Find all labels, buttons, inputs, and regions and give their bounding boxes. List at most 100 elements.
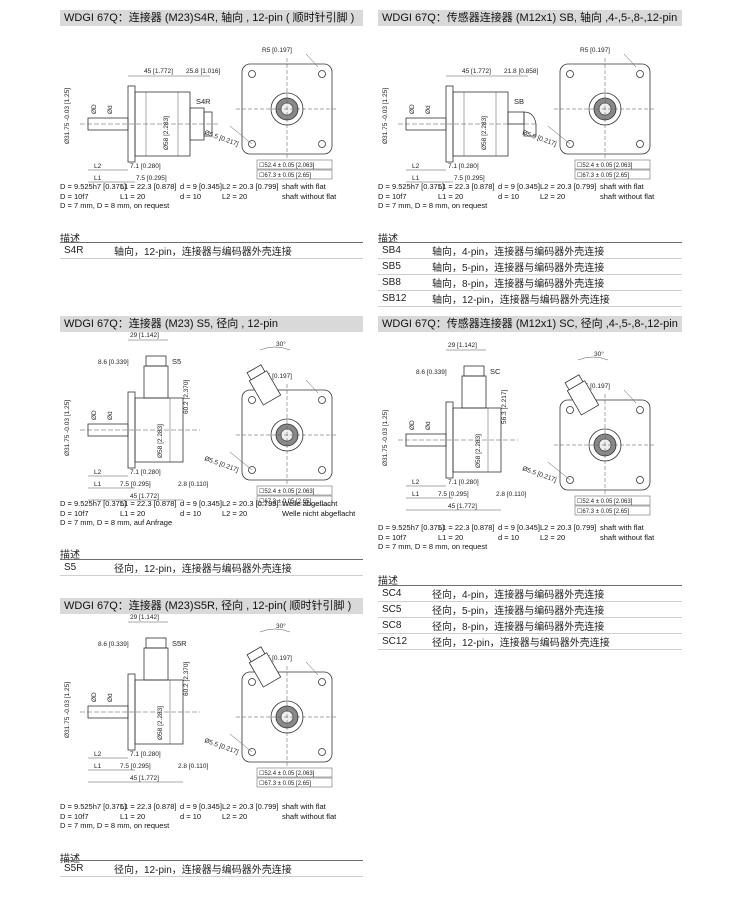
side-view xyxy=(398,75,538,183)
dim-L2: L2 xyxy=(412,479,420,486)
variant-code: SB12 xyxy=(378,290,428,307)
spec-cell: D = 7 mm, D = 8 mm, auf Anfrage xyxy=(60,518,173,527)
square-67-label: ☐67.3 ± 0.05 [2.65] xyxy=(577,508,629,515)
mount-hole xyxy=(318,396,326,404)
side-view xyxy=(398,349,518,511)
spec-cell: L1 = 20 xyxy=(120,811,146,821)
spec-cell: d = 10 xyxy=(180,508,202,518)
spec-row: D = 7 mm, D = 8 mm, auf Anfrage xyxy=(60,518,363,528)
hole-dia-label: Ø5.5 [0.217] xyxy=(203,455,239,474)
spec-cell: d = 9 [0.345] xyxy=(498,523,540,532)
mount-hole xyxy=(248,140,256,148)
spec-cell: shaft without flat xyxy=(600,191,655,201)
spec-cell: d = 10 xyxy=(180,191,202,201)
spec-cell: d = 9 [0.345] xyxy=(180,499,222,508)
dim-shaft-d: Ød xyxy=(107,411,114,420)
connector-code: SB xyxy=(514,97,524,106)
description-header: 描述 xyxy=(378,576,398,587)
dim-connector-length: 25.8 [1.016] xyxy=(186,68,221,75)
spec-cell: D = 9.525h7 [0.375] xyxy=(60,802,127,811)
spec-row: D = 9.525h7 [0.375]L1 = 22.3 [0.878]d = … xyxy=(60,499,363,509)
variant-description: 径向，8-pin，连接器与编码器外壳连接 xyxy=(428,617,682,634)
spec-cell: D = 10f7 xyxy=(60,508,89,518)
shaft-specs: D = 9.525h7 [0.375]L1 = 22.3 [0.878]d = … xyxy=(60,802,363,831)
square-52-label: ☐52.4 ± 0.05 [2.063] xyxy=(577,162,633,169)
dim-shaft-D: ØD xyxy=(91,410,98,420)
variant-code: SB4 xyxy=(378,242,428,259)
dim-2-8: 2.8 [0.110] xyxy=(178,481,208,488)
dim-L1: L1 xyxy=(94,175,102,182)
dim-shaft-d: Ød xyxy=(107,693,114,702)
spec-cell: L2 = 20.3 [0.799] xyxy=(540,182,597,191)
spec-cell: L2 = 20 xyxy=(222,191,248,201)
spec-cell: L2 = 20 xyxy=(222,508,248,518)
spec-cell: L1 = 22.3 [0.878] xyxy=(120,802,177,811)
dim-flange-dia: Ø31.75 -0.03 [1.25] xyxy=(382,88,389,144)
spec-row: D = 9.525h7 [0.375]L1 = 22.3 [0.878]d = … xyxy=(378,182,682,192)
panel-title: WDGI 67Q：传感器连接器 (M12x1) SC, 径向 ,4-,5-,8-… xyxy=(378,316,682,332)
r5-label: R5 [0.197] xyxy=(580,383,610,390)
shaft-specs: D = 9.525h7 [0.375]L1 = 22.3 [0.878]d = … xyxy=(378,523,682,552)
connector xyxy=(143,365,169,399)
dim-7-5: 7.5 [0.295] xyxy=(120,763,151,770)
dim-angle: 30° xyxy=(276,622,286,630)
mount-hole xyxy=(566,476,574,484)
hole-dia-label: Ø5.5 [0.217] xyxy=(521,465,557,484)
variant-code: SC5 xyxy=(378,601,428,618)
connector-plug xyxy=(523,111,537,137)
spec-cell: L1 = 22.3 [0.878] xyxy=(438,523,495,532)
spec-cell: d = 10 xyxy=(498,191,520,201)
dim-L1: L1 xyxy=(412,491,420,498)
variant-description: 径向，12-pin，连接器与编码器外壳连接 xyxy=(428,633,682,650)
spec-cell: D = 7 mm, D = 8 mm, on request xyxy=(60,821,170,830)
spec-cell: L2 = 20.3 [0.799] xyxy=(222,499,279,508)
spec-cell: L1 = 22.3 [0.878] xyxy=(438,182,495,191)
description-header: 描述 xyxy=(60,854,80,865)
dim-flange-dia: Ø31.75 -0.03 [1.25] xyxy=(382,410,389,466)
dim-2-8: 2.8 [0.110] xyxy=(178,763,208,770)
mount-hole xyxy=(248,70,256,78)
spec-row: D = 7 mm, D = 8 mm, on request xyxy=(60,821,363,831)
connector-code: S4R xyxy=(196,97,211,106)
side-view xyxy=(80,339,200,501)
spec-cell: D = 10f7 xyxy=(378,191,407,201)
spec-cell: L1 = 20 xyxy=(438,191,464,201)
spec-cell: L2 = 20 xyxy=(540,532,566,542)
r5-label: R5 [0.197] xyxy=(580,47,610,54)
dim-height: 56.3 [2.217] xyxy=(501,389,508,424)
connector xyxy=(461,375,487,409)
spec-cell: Welle nicht abgeflacht xyxy=(282,508,356,518)
shaft-specs: D = 9.525h7 [0.375]L1 = 22.3 [0.878]d = … xyxy=(378,182,682,211)
angled-connector xyxy=(246,364,282,406)
dim-7-1: 7.1 [0.280] xyxy=(130,751,161,758)
dim-height: 60.2 [2.370] xyxy=(183,661,190,696)
mount-hole xyxy=(318,678,326,686)
front-view xyxy=(229,379,338,506)
variant-description: 径向，12-pin，连接器与编码器外壳连接 xyxy=(110,860,363,877)
variant-code: SC8 xyxy=(378,617,428,634)
dim-L2: L2 xyxy=(94,469,102,476)
variant-code: SB8 xyxy=(378,274,428,291)
dim-45: 45 [1.772] xyxy=(448,503,477,510)
dim-shaft-D: ØD xyxy=(91,692,98,702)
variant-code: SB5 xyxy=(378,258,428,275)
dim-angle: 30° xyxy=(276,340,286,348)
spec-cell: shaft with flat xyxy=(600,182,644,191)
square-52-label: ☐52.4 ± 0.05 [2.063] xyxy=(259,770,315,777)
spec-cell: L2 = 20 xyxy=(222,811,248,821)
dim-7-1: 7.1 [0.280] xyxy=(130,163,161,170)
square-52-label: ☐52.4 ± 0.05 [2.063] xyxy=(259,488,315,495)
hole-dia-label: Ø5.5 [0.217] xyxy=(203,737,239,756)
front-view xyxy=(547,389,656,516)
hole-dia-label: Ø5.5 [0.217] xyxy=(203,129,239,148)
